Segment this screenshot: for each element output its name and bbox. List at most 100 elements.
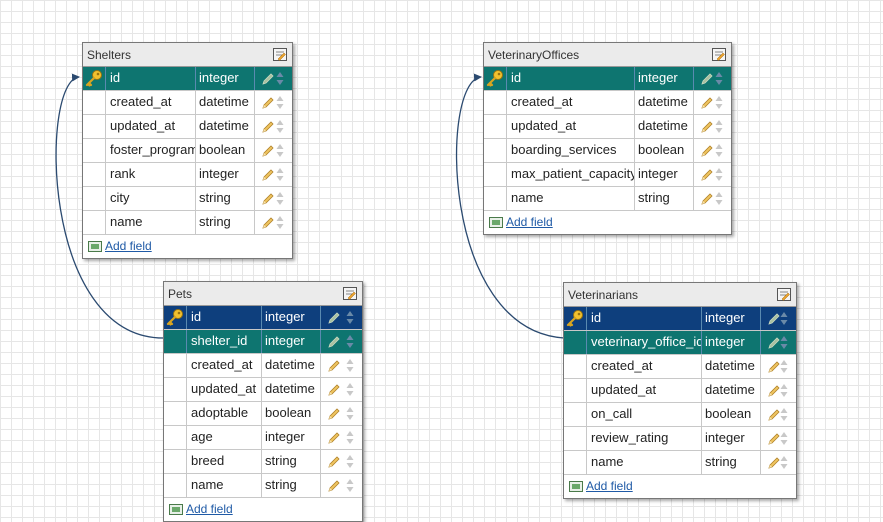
field-name[interactable]: id bbox=[507, 67, 635, 90]
add-field-link[interactable]: Add field bbox=[105, 239, 152, 253]
table-header[interactable]: VeterinaryOffices bbox=[484, 43, 731, 67]
field-name[interactable]: updated_at bbox=[106, 115, 196, 138]
up-down-arrows-icon[interactable] bbox=[346, 382, 354, 397]
add-field-link[interactable]: Add field bbox=[506, 215, 553, 229]
up-down-arrows-icon[interactable] bbox=[346, 430, 354, 445]
up-down-arrows-icon[interactable] bbox=[715, 167, 723, 182]
pencil-icon[interactable] bbox=[327, 431, 341, 445]
field-type[interactable]: integer bbox=[702, 427, 761, 450]
field-type[interactable]: boolean bbox=[262, 402, 321, 425]
pencil-icon[interactable] bbox=[327, 359, 341, 373]
field-name[interactable]: rank bbox=[106, 163, 196, 186]
field-name[interactable]: adoptable bbox=[187, 402, 262, 425]
up-down-arrows-icon[interactable] bbox=[780, 335, 788, 350]
pencil-icon[interactable] bbox=[327, 455, 341, 469]
field-name[interactable]: id bbox=[106, 67, 196, 90]
up-down-arrows-icon[interactable] bbox=[715, 71, 723, 86]
up-down-arrows-icon[interactable] bbox=[780, 407, 788, 422]
table-header[interactable]: Shelters bbox=[83, 43, 292, 67]
field-type[interactable]: datetime bbox=[196, 91, 255, 114]
up-down-arrows-icon[interactable] bbox=[276, 191, 284, 206]
up-down-arrows-icon[interactable] bbox=[346, 478, 354, 493]
pencil-icon[interactable] bbox=[261, 144, 275, 158]
field-type[interactable]: string bbox=[262, 450, 321, 473]
field-type[interactable]: string bbox=[196, 187, 255, 210]
pencil-icon[interactable] bbox=[261, 120, 275, 134]
field-type[interactable]: boolean bbox=[702, 403, 761, 426]
field-type[interactable]: string bbox=[196, 211, 255, 234]
field-name[interactable]: updated_at bbox=[587, 379, 702, 402]
field-name[interactable]: max_patient_capacity bbox=[507, 163, 635, 186]
up-down-arrows-icon[interactable] bbox=[780, 383, 788, 398]
up-down-arrows-icon[interactable] bbox=[715, 143, 723, 158]
field-name[interactable]: on_call bbox=[587, 403, 702, 426]
pencil-icon[interactable] bbox=[261, 96, 275, 110]
field-name[interactable]: updated_at bbox=[507, 115, 635, 138]
field-name[interactable]: boarding_services bbox=[507, 139, 635, 162]
field-type[interactable]: integer bbox=[262, 306, 321, 329]
pencil-icon[interactable] bbox=[700, 96, 714, 110]
add-field-icon[interactable] bbox=[169, 504, 183, 515]
pencil-icon[interactable] bbox=[261, 216, 275, 230]
field-name[interactable]: review_rating bbox=[587, 427, 702, 450]
field-name[interactable]: city bbox=[106, 187, 196, 210]
up-down-arrows-icon[interactable] bbox=[276, 167, 284, 182]
field-type[interactable]: integer bbox=[635, 67, 694, 90]
add-field-icon[interactable] bbox=[489, 217, 503, 228]
up-down-arrows-icon[interactable] bbox=[780, 431, 788, 446]
field-name[interactable]: name bbox=[587, 451, 702, 474]
field-type[interactable]: boolean bbox=[196, 139, 255, 162]
edit-table-icon[interactable] bbox=[712, 48, 726, 61]
field-type[interactable]: datetime bbox=[635, 91, 694, 114]
pencil-icon[interactable] bbox=[700, 120, 714, 134]
field-type[interactable]: datetime bbox=[702, 379, 761, 402]
up-down-arrows-icon[interactable] bbox=[276, 71, 284, 86]
field-name[interactable]: updated_at bbox=[187, 378, 262, 401]
up-down-arrows-icon[interactable] bbox=[780, 359, 788, 374]
edit-table-icon[interactable] bbox=[273, 48, 287, 61]
field-type[interactable]: integer bbox=[262, 330, 321, 353]
pencil-icon[interactable] bbox=[327, 479, 341, 493]
field-type[interactable]: string bbox=[702, 451, 761, 474]
field-type[interactable]: string bbox=[635, 187, 694, 210]
up-down-arrows-icon[interactable] bbox=[276, 119, 284, 134]
edit-table-icon[interactable] bbox=[343, 287, 357, 300]
table-header[interactable]: Pets bbox=[164, 282, 362, 306]
pencil-icon[interactable] bbox=[261, 192, 275, 206]
add-field-link[interactable]: Add field bbox=[586, 479, 633, 493]
up-down-arrows-icon[interactable] bbox=[346, 406, 354, 421]
field-type[interactable]: integer bbox=[702, 331, 761, 354]
pencil-icon[interactable] bbox=[767, 336, 781, 350]
field-name[interactable]: id bbox=[587, 307, 702, 330]
field-type[interactable]: integer bbox=[702, 307, 761, 330]
pencil-icon[interactable] bbox=[767, 456, 781, 470]
pencil-icon[interactable] bbox=[767, 312, 781, 326]
edit-table-icon[interactable] bbox=[777, 288, 791, 301]
up-down-arrows-icon[interactable] bbox=[715, 119, 723, 134]
field-type[interactable]: boolean bbox=[635, 139, 694, 162]
field-name[interactable]: shelter_id bbox=[187, 330, 262, 353]
field-name[interactable]: created_at bbox=[507, 91, 635, 114]
field-type[interactable]: datetime bbox=[702, 355, 761, 378]
pencil-icon[interactable] bbox=[767, 360, 781, 374]
up-down-arrows-icon[interactable] bbox=[346, 358, 354, 373]
field-type[interactable]: datetime bbox=[262, 378, 321, 401]
